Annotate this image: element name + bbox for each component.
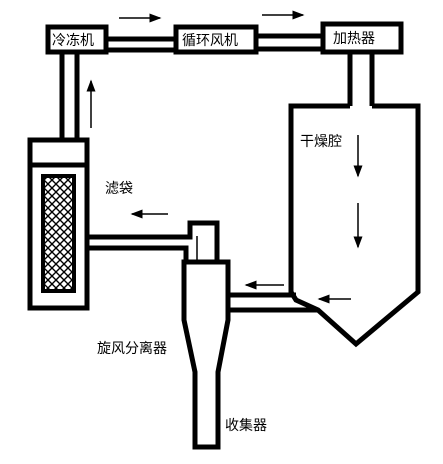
fan-label: 循环风机 — [182, 33, 238, 49]
filter-bag-mesh — [41, 174, 76, 293]
filter-bag-label: 滤袋 — [105, 181, 133, 197]
left-return-duct — [59, 53, 80, 138]
flow-arrows — [86, 10, 363, 304]
cyclone-label: 旋风分离器 — [97, 340, 167, 357]
filter-housing — [27, 137, 90, 311]
chiller-label: 冷冻机 — [52, 32, 94, 49]
heater-unit: 加热器 — [320, 21, 404, 55]
collector-label: 收集器 — [225, 417, 267, 434]
chamber-outlet-duct — [229, 292, 318, 313]
heater-down-duct — [347, 53, 375, 106]
chiller-unit: 冷冻机 — [45, 24, 109, 55]
cyclone-separator — [181, 236, 231, 450]
fan-unit: 循环风机 — [173, 24, 259, 55]
top-duct — [107, 33, 322, 53]
heater-label: 加热器 — [333, 31, 375, 47]
filter-inlet-duct — [88, 220, 220, 262]
drying-chamber — [288, 103, 421, 348]
chamber-label: 干燥腔 — [300, 134, 342, 150]
